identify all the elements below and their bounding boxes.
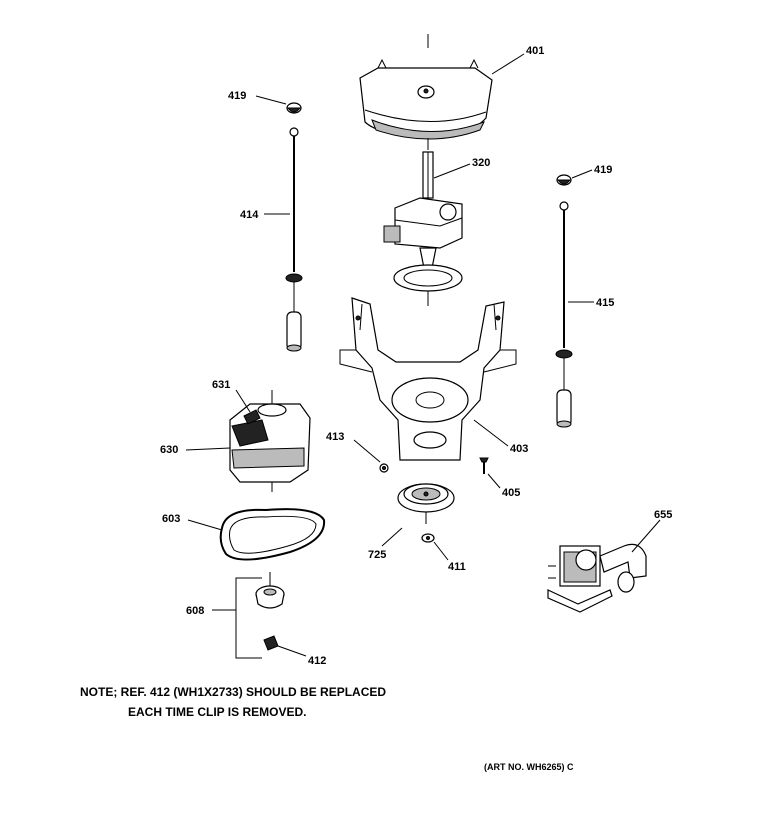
label-419-right: 419 xyxy=(594,164,612,176)
note-line-1: NOTE; REF. 412 (WH1X2733) SHOULD BE REPL… xyxy=(80,685,386,699)
label-401: 401 xyxy=(526,45,544,57)
label-414: 414 xyxy=(240,209,259,221)
part-608-motor-pulley xyxy=(255,572,285,609)
label-655: 655 xyxy=(654,509,672,521)
part-631-motor-clip xyxy=(243,409,261,425)
part-320-transmission xyxy=(383,151,463,306)
label-413: 413 xyxy=(326,431,344,443)
note-line-2: EACH TIME CLIP IS REMOVED. xyxy=(128,705,306,719)
part-412-clip xyxy=(263,635,279,651)
part-419-left-cap xyxy=(286,102,302,114)
part-403-support-base xyxy=(339,297,517,461)
part-630-motor xyxy=(229,390,311,492)
art-number: (ART NO. WH6265) C xyxy=(484,762,574,772)
label-320: 320 xyxy=(472,157,490,169)
label-415: 415 xyxy=(596,297,614,309)
part-415-suspension-rod xyxy=(555,201,573,428)
part-411-nut xyxy=(421,533,435,543)
part-603-belt xyxy=(219,508,326,561)
label-725: 725 xyxy=(368,549,386,561)
part-725-pulley xyxy=(397,483,455,524)
part-655-pump xyxy=(547,543,647,613)
label-403: 403 xyxy=(510,443,528,455)
part-419-right-cap xyxy=(556,174,572,186)
label-419-left: 419 xyxy=(228,90,246,102)
label-631: 631 xyxy=(212,379,230,391)
part-405-bolt xyxy=(479,457,489,474)
label-405: 405 xyxy=(502,487,520,499)
label-603: 603 xyxy=(162,513,180,525)
label-608: 608 xyxy=(186,605,204,617)
label-630: 630 xyxy=(160,444,178,456)
part-414-suspension-rod xyxy=(285,127,303,352)
label-411: 411 xyxy=(448,561,466,573)
part-401-cover xyxy=(359,34,493,150)
label-412: 412 xyxy=(308,655,326,667)
part-413-nut xyxy=(379,463,389,473)
